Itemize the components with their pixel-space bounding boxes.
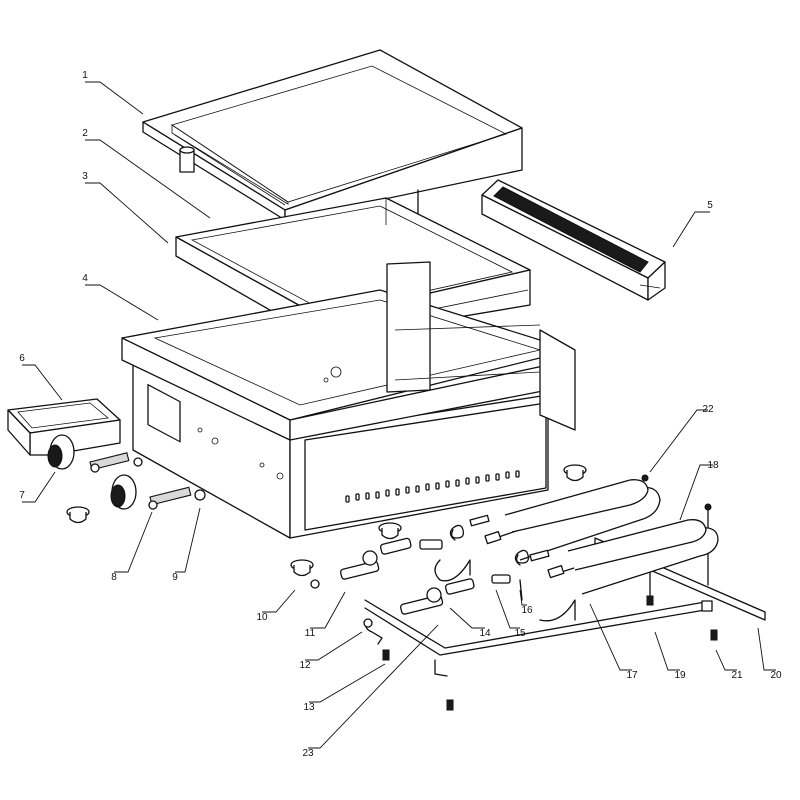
screw-21 [710, 629, 718, 641]
callout-3: 3 [82, 171, 88, 182]
callout-20: 20 [770, 670, 782, 681]
part-clips [363, 618, 448, 677]
callout-13: 13 [303, 702, 315, 713]
callout-18: 18 [707, 460, 719, 471]
callout-23: 23 [302, 748, 314, 759]
callout-15: 15 [514, 628, 526, 639]
callout-19: 19 [674, 670, 686, 681]
foot-front-center [378, 522, 402, 540]
callout-22: 22 [702, 404, 714, 415]
callout-17: 17 [626, 670, 638, 681]
callout-4: 4 [82, 273, 88, 284]
callout-10: 10 [256, 612, 268, 623]
foot-left-lower [290, 559, 314, 577]
callout-21: 21 [731, 670, 743, 681]
screw-22b [704, 503, 712, 511]
callout-8: 8 [111, 572, 117, 583]
callout-16: 16 [521, 605, 533, 616]
part-body [121, 261, 576, 539]
callout-labels: 1 2 3 4 5 6 7 8 9 10 11 12 13 14 15 16 1… [19, 70, 782, 759]
leader-lines [22, 81, 776, 749]
callout-9: 9 [172, 572, 178, 583]
part-screws [382, 474, 718, 711]
part-gas-valves [310, 537, 475, 615]
part-thermocouple-lower [491, 549, 576, 622]
screw-22a [641, 474, 649, 482]
part-griddle-plate [142, 49, 523, 221]
part-burner-lower [547, 519, 719, 595]
screw-rail [646, 595, 654, 606]
foot-rear-right [563, 464, 587, 482]
screw-23 [446, 699, 454, 711]
callout-12: 12 [299, 660, 311, 671]
callout-1: 1 [82, 70, 88, 81]
screw-13 [382, 649, 390, 661]
callout-11: 11 [305, 628, 316, 639]
callout-14: 14 [479, 628, 491, 639]
part-thermocouple-upper [419, 514, 490, 582]
part-gas-manifold [364, 599, 713, 656]
callout-2: 2 [82, 128, 88, 139]
part-burner-upper [484, 479, 661, 561]
part-splash-guard [481, 179, 666, 301]
callout-5: 5 [707, 200, 713, 211]
vent-slots [345, 470, 520, 503]
part-control-knob-upper [47, 434, 75, 470]
callout-6: 6 [19, 353, 25, 364]
part-feet [66, 464, 587, 577]
part-valves-front [89, 452, 206, 510]
callout-7: 7 [19, 490, 25, 501]
part-control-knob-lower [110, 474, 137, 510]
foot-front-left [66, 506, 90, 524]
